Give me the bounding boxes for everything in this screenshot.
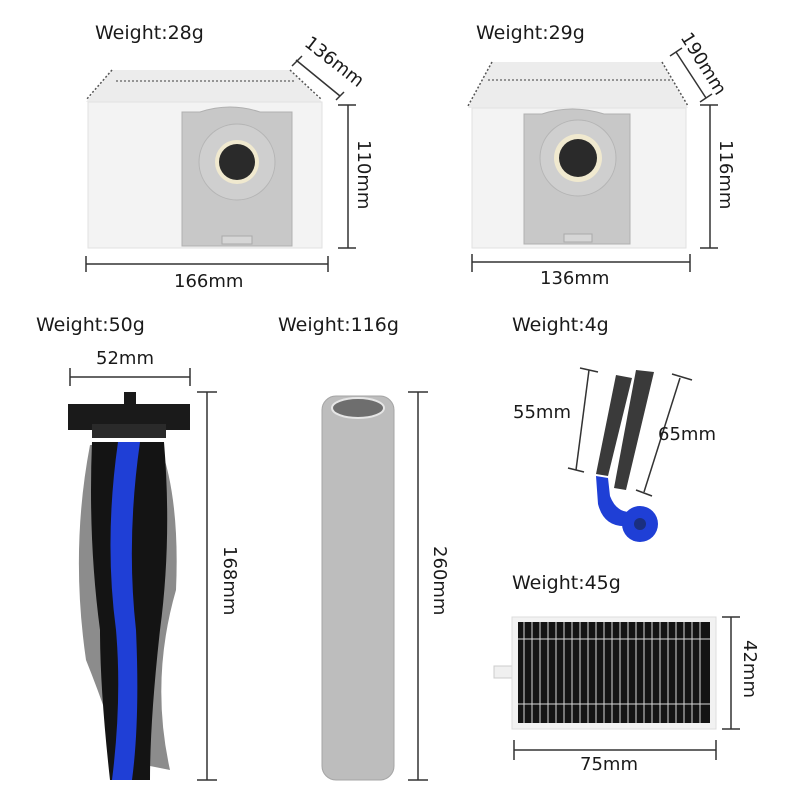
dust-bag-image xyxy=(85,55,356,272)
product-side-brush: Weight:4g 55mm 65mm xyxy=(480,300,800,560)
weight-label: Weight:28g xyxy=(95,22,204,44)
dimension-short-bristle: 55mm xyxy=(513,402,571,423)
hepa-filter-image xyxy=(493,616,740,760)
product-dust-bag-small: Weight:29g 136mm 116mm 190mm xyxy=(400,0,800,300)
product-mop-roller: Weight:116g 260mm xyxy=(260,300,480,800)
dimension-height: 260mm xyxy=(429,546,450,616)
weight-label: Weight:116g xyxy=(278,314,399,336)
dimension-width: 52mm xyxy=(96,348,154,369)
roller-brush-image xyxy=(68,368,217,781)
product-main-roller-brush: Weight:50g 52mm 168mm xyxy=(0,300,260,800)
dimension-long-bristle: 65mm xyxy=(658,424,716,445)
dimension-height: 110mm xyxy=(353,140,374,210)
dimension-height: 42mm xyxy=(739,640,760,698)
weight-label: Weight:4g xyxy=(512,314,609,336)
dimension-width: 136mm xyxy=(540,268,610,289)
product-dust-bag-large: Weight:28g 166mm 110mm 136mm xyxy=(0,0,400,300)
dimension-height: 116mm xyxy=(715,140,736,210)
dust-bag-image xyxy=(467,47,718,272)
side-brush-image xyxy=(567,367,693,542)
weight-label: Weight:50g xyxy=(36,314,145,336)
dimension-width: 166mm xyxy=(174,271,244,292)
dimension-width: 75mm xyxy=(580,754,638,775)
dimension-height: 168mm xyxy=(219,546,240,616)
weight-label: Weight:45g xyxy=(512,572,621,594)
mop-roller-image xyxy=(321,391,428,781)
product-hepa-filter: Weight:45g 75mm 42mm xyxy=(480,560,800,800)
weight-label: Weight:29g xyxy=(476,22,585,44)
